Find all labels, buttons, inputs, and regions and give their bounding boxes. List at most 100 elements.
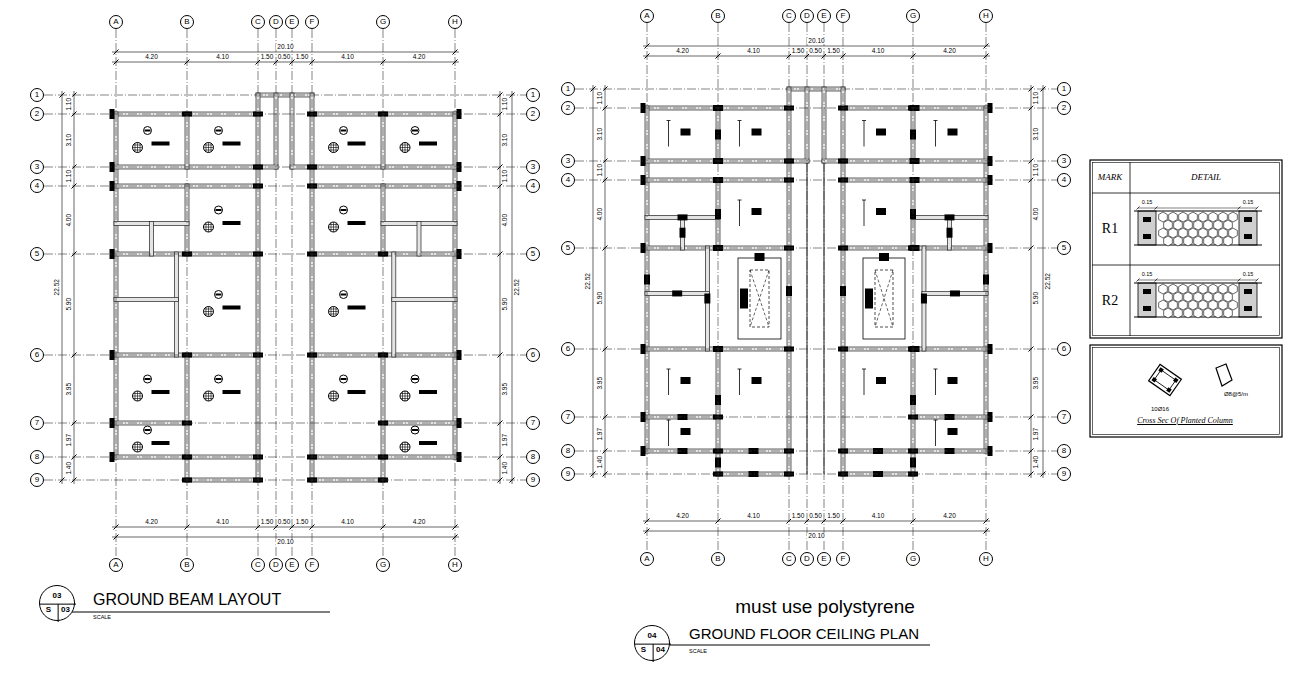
dimension-text-holder: 0.15 — [1142, 200, 1153, 206]
dimension-text: 0.15 — [1142, 272, 1153, 278]
dimension-text-holder: 0.15 — [1142, 272, 1153, 278]
dimension-text: 0.50 — [277, 54, 292, 61]
dimension-text: 4.10 — [746, 513, 761, 520]
dimension-text-holder: 4.20 — [144, 519, 159, 526]
grid-line — [575, 161, 1057, 162]
title-underline — [72, 612, 330, 613]
dimension-text: 4.10 — [340, 519, 355, 526]
dimension-text: 4.00 — [66, 213, 73, 228]
polystyrene-block — [1229, 284, 1238, 294]
grid-line — [258, 29, 259, 558]
polystyrene-block — [1169, 300, 1178, 310]
grid-label: H — [452, 18, 458, 26]
beam-tag — [752, 129, 762, 136]
grid-label: 2 — [531, 110, 535, 118]
beam-tag — [681, 377, 691, 384]
dimension-text-holder: 1.10 — [66, 97, 73, 112]
grid-label: A — [644, 12, 649, 20]
dimension-text-holder: 4.20 — [412, 54, 427, 61]
dimension-line — [112, 527, 459, 528]
pipe-symbol-bar — [216, 209, 222, 211]
polystyrene-block — [1189, 300, 1198, 310]
wall — [417, 221, 421, 256]
wall — [114, 297, 178, 301]
dimension-line — [62, 91, 63, 484]
grid-line — [44, 95, 526, 96]
grid-bubble: E — [817, 552, 831, 566]
hatch-line — [329, 227, 339, 228]
beam-tag — [419, 142, 437, 146]
pipe-symbol-bar — [341, 378, 347, 380]
column — [740, 289, 748, 309]
dimension-text: 0.50 — [808, 513, 823, 520]
dimension-text-holder: 4.10 — [340, 519, 355, 526]
dimension-line — [112, 52, 459, 53]
grid-bubble: 7 — [526, 416, 540, 430]
stair-void-cross — [875, 270, 893, 327]
dimension-text-holder: 20.10 — [276, 44, 294, 51]
grid-bubble: 5 — [1057, 241, 1071, 255]
grid-label: 7 — [566, 413, 570, 421]
grid-line — [44, 423, 526, 424]
polystyrene-block — [1204, 308, 1213, 318]
dimension-text: 5.90 — [1033, 291, 1040, 306]
grid-label: 4 — [531, 182, 535, 190]
hatched-circle-symbol — [133, 143, 143, 153]
grid-line — [44, 480, 526, 481]
beam-tag — [152, 390, 170, 394]
dimension-text-holder: 22.52 — [514, 278, 521, 296]
grid-label: E — [289, 561, 294, 569]
rebar-note-holder: 10Ø16 — [1151, 406, 1169, 412]
grid-bubble: F — [305, 15, 319, 29]
pipe-symbol-bar — [412, 429, 418, 431]
grid-line — [575, 349, 1057, 350]
hatch-line — [401, 398, 410, 399]
hatch-line — [140, 392, 141, 401]
hatch-line — [204, 311, 214, 312]
beam-direction-line — [668, 121, 669, 147]
drawing-title: GROUND FLOOR CEILING PLAN — [689, 626, 919, 641]
rebar — [1158, 367, 1164, 373]
hatch-line — [400, 447, 410, 448]
hatch-line — [211, 143, 212, 152]
beam-direction-line — [935, 121, 936, 147]
dimension-text: 1.97 — [597, 427, 604, 442]
polystyrene-block — [1209, 284, 1218, 294]
grid-bubble: 3 — [561, 154, 575, 168]
beam-direction-line — [739, 200, 740, 226]
hatch-line — [400, 396, 410, 397]
dimension-line — [643, 521, 990, 522]
grid-bubble: 6 — [561, 342, 575, 356]
grid-bubble: 8 — [526, 450, 540, 464]
table-header-holder: MARK — [1098, 173, 1123, 182]
beam-direction-line — [864, 369, 865, 395]
pipe-symbol — [411, 426, 419, 434]
polystyrene-block — [1194, 236, 1203, 246]
grid-bubble: 2 — [561, 101, 575, 115]
grid-label: 1 — [531, 91, 535, 99]
beam-direction-line — [668, 369, 669, 395]
dimension-line — [512, 91, 513, 484]
sheet-reference: 04 — [648, 632, 657, 640]
dimension-line — [74, 91, 75, 484]
grid-line — [276, 29, 277, 558]
symbol-outline — [133, 391, 143, 401]
hatched-circle-symbol — [329, 143, 339, 153]
stair-symbol — [863, 253, 905, 339]
grid-bubble: B — [180, 558, 194, 572]
symbol-outline — [329, 143, 339, 153]
column — [950, 290, 960, 296]
hatch-line — [329, 147, 339, 148]
wall — [922, 246, 926, 351]
beam-direction-tick — [738, 369, 742, 370]
hatch-line — [407, 392, 408, 401]
dimension-text: 5.90 — [597, 291, 604, 306]
grid-label: E — [821, 12, 826, 20]
grid-bubble: 7 — [30, 416, 44, 430]
grid-label: F — [841, 555, 846, 563]
beam-direction-tick — [862, 369, 866, 370]
polystyrene-block — [1174, 236, 1183, 246]
grid-line — [575, 108, 1057, 109]
pipe-symbol-bar — [216, 378, 222, 380]
dimension-line — [593, 85, 594, 478]
